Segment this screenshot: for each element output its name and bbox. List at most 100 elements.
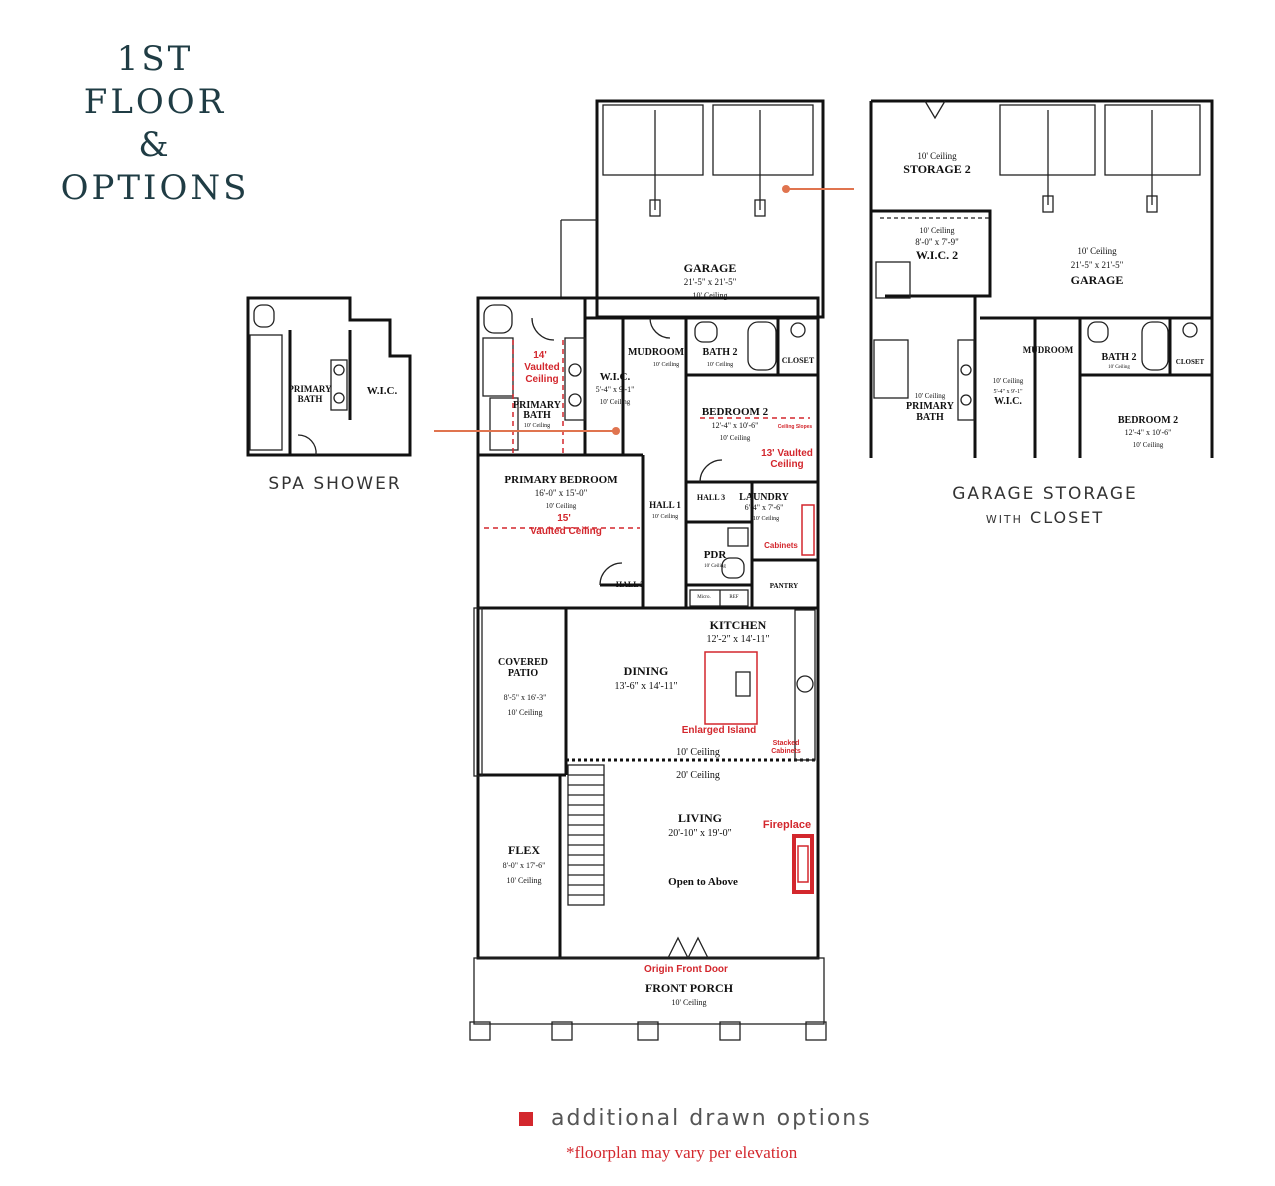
title-line-3: OPTIONS (60, 168, 250, 208)
wic2-label: W.I.C. 2 (916, 248, 958, 262)
wic-label: W.I.C. (600, 371, 631, 383)
svg-text:Fireplace: Fireplace (763, 819, 811, 831)
garage-storage-plan: 10' Ceiling STORAGE 2 10' Ceiling 8'-0" … (869, 99, 1214, 458)
svg-text:15': 15' (557, 513, 571, 524)
svg-text:10' Ceiling: 10' Ceiling (652, 514, 678, 520)
bath2-label: BATH 2 (702, 347, 737, 358)
svg-text:14': 14' (533, 350, 547, 361)
closet-label: CLOSET (782, 356, 815, 365)
main-floorplan: GARAGE 21'-5" x 21'-5" 10' Ceiling MUDRO… (434, 99, 854, 1041)
legend: additional drawn options (519, 1106, 872, 1131)
spa-shower-caption: SPA SHOWER (268, 474, 402, 494)
svg-text:10' Ceiling: 10' Ceiling (704, 564, 726, 569)
front-porch-label: FRONT PORCH (645, 981, 734, 995)
disclaimer-note: *floorplan may vary per elevation (566, 1143, 798, 1162)
svg-text:10' Ceiling: 10' Ceiling (653, 362, 679, 368)
page-title: 1ST FLOOR & OPTIONS (40, 38, 270, 210)
title-line-1: 1ST FLOOR (83, 39, 227, 122)
svg-text:10' Ceiling: 10' Ceiling (915, 392, 946, 400)
hall2-label: HALL 2 (616, 580, 644, 589)
bedroom2-label: BEDROOM 2 (702, 406, 769, 418)
svg-text:13'-6" x 14'-11": 13'-6" x 14'-11" (614, 681, 677, 692)
svg-text:Vaulted Ceiling: Vaulted Ceiling (530, 526, 602, 537)
svg-text:10' Ceiling: 10' Ceiling (600, 398, 631, 406)
mudroom-label: MUDROOM (628, 347, 685, 358)
svg-text:10' Ceiling: 10' Ceiling (676, 747, 720, 758)
svg-text:BEDROOM 2: BEDROOM 2 (1118, 415, 1178, 426)
svg-text:Cabinets: Cabinets (771, 748, 801, 755)
svg-text:12'-4" x 10'-6": 12'-4" x 10'-6" (712, 421, 759, 430)
front-porch-outline (473, 957, 825, 1025)
svg-text:20' Ceiling: 20' Ceiling (676, 770, 720, 781)
svg-text:MUDROOM: MUDROOM (1023, 345, 1074, 355)
svg-text:20'-10" x 19'-0": 20'-10" x 19'-0" (668, 828, 731, 839)
svg-text:REF: REF (729, 595, 738, 600)
svg-text:CLOSET: CLOSET (1176, 358, 1205, 366)
svg-text:10' Ceiling: 10' Ceiling (508, 708, 543, 717)
svg-text:10' Ceiling: 10' Ceiling (693, 291, 728, 300)
svg-text:Vaulted: Vaulted (524, 362, 560, 373)
svg-text:BATH 2: BATH 2 (1101, 352, 1136, 363)
svg-text:W.I.C.: W.I.C. (367, 385, 398, 397)
svg-text:13' Vaulted: 13' Vaulted (761, 448, 813, 459)
covered-patio-label: COVERED (498, 657, 548, 668)
svg-text:6'-4" x 7'-6": 6'-4" x 7'-6" (745, 503, 784, 512)
pdr-label: PDR (704, 549, 728, 561)
svg-text:BATH: BATH (523, 410, 551, 421)
svg-text:PRIMARY: PRIMARY (906, 401, 955, 412)
svg-text:5'-4" x 9'-1": 5'-4" x 9'-1" (993, 389, 1023, 395)
enlarged-island (704, 651, 758, 725)
svg-text:8'-5" x 16'-3": 8'-5" x 16'-3" (504, 693, 547, 702)
svg-text:PATIO: PATIO (508, 668, 538, 679)
svg-text:10' Ceiling: 10' Ceiling (993, 377, 1024, 385)
svg-text:10' Ceiling: 10' Ceiling (917, 151, 957, 161)
svg-text:W.I.C.: W.I.C. (994, 396, 1022, 407)
garage-storage-caption: GARAGE STORAGE (952, 484, 1138, 504)
legend-label: additional drawn options (551, 1106, 872, 1131)
garage-label: GARAGE (684, 261, 737, 275)
hall3-label: HALL 3 (697, 493, 725, 502)
svg-text:16'-0" x 15'-0": 16'-0" x 15'-0" (535, 488, 588, 498)
svg-text:8'-0" x 17'-6": 8'-0" x 17'-6" (503, 861, 546, 870)
laundry-label: LAUNDRY (739, 492, 789, 503)
svg-text:10' Ceiling: 10' Ceiling (672, 998, 707, 1007)
svg-text:21'-5" x 21'-5": 21'-5" x 21'-5" (1071, 260, 1124, 270)
svg-text:Enlarged Island: Enlarged Island (682, 725, 756, 736)
svg-text:Ceiling Slopes: Ceiling Slopes (778, 424, 813, 430)
svg-text:Stacked: Stacked (773, 740, 800, 747)
garage-door-right (712, 104, 814, 176)
svg-text:12'-2" x 14'-11": 12'-2" x 14'-11" (706, 634, 769, 645)
svg-text:21'-5" x 21'-5": 21'-5" x 21'-5" (684, 277, 737, 287)
svg-text:5'-4" x 9'-1": 5'-4" x 9'-1" (596, 385, 635, 394)
svg-text:10' Ceiling: 10' Ceiling (920, 226, 955, 235)
svg-text:10' Ceiling: 10' Ceiling (1108, 365, 1130, 370)
svg-text:Origin Front Door: Origin Front Door (644, 964, 728, 975)
svg-text:10' Ceiling: 10' Ceiling (753, 516, 779, 522)
spa-shower-plan: PRIMARY BATH W.I.C. (246, 296, 412, 457)
svg-text:Ceiling: Ceiling (525, 374, 558, 385)
legend-swatch (519, 1111, 533, 1126)
svg-text:10' Ceiling: 10' Ceiling (507, 876, 542, 885)
svg-text:10' Ceiling: 10' Ceiling (1133, 441, 1164, 449)
svg-text:Open to Above: Open to Above (668, 876, 738, 888)
svg-text:BATH: BATH (298, 394, 323, 404)
primary-bedroom-label: PRIMARY BEDROOM (504, 474, 618, 486)
svg-text:Cabinets: Cabinets (764, 541, 798, 550)
svg-text:10' Ceiling: 10' Ceiling (707, 362, 733, 368)
svg-text:8'-0" x 7'-9": 8'-0" x 7'-9" (915, 237, 959, 247)
storage2-label: STORAGE 2 (903, 162, 970, 176)
hall1-label: HALL 1 (649, 500, 681, 510)
primary-bath-label: PRIMARY (513, 400, 562, 411)
dining-label: DINING (624, 664, 669, 678)
svg-text:10' Ceiling: 10' Ceiling (524, 423, 550, 429)
svg-text:10' Ceiling: 10' Ceiling (546, 502, 577, 510)
garage-storage-caption-2: WITH CLOSET (985, 508, 1105, 527)
svg-text:10' Ceiling: 10' Ceiling (1077, 246, 1117, 256)
living-label: LIVING (678, 811, 722, 825)
svg-text:Micro.: Micro. (697, 595, 710, 600)
kitchen-label: KITCHEN (710, 618, 767, 632)
fireplace-box (792, 834, 814, 894)
svg-text:10' Ceiling: 10' Ceiling (720, 434, 751, 442)
svg-text:PRIMARY: PRIMARY (288, 384, 332, 394)
